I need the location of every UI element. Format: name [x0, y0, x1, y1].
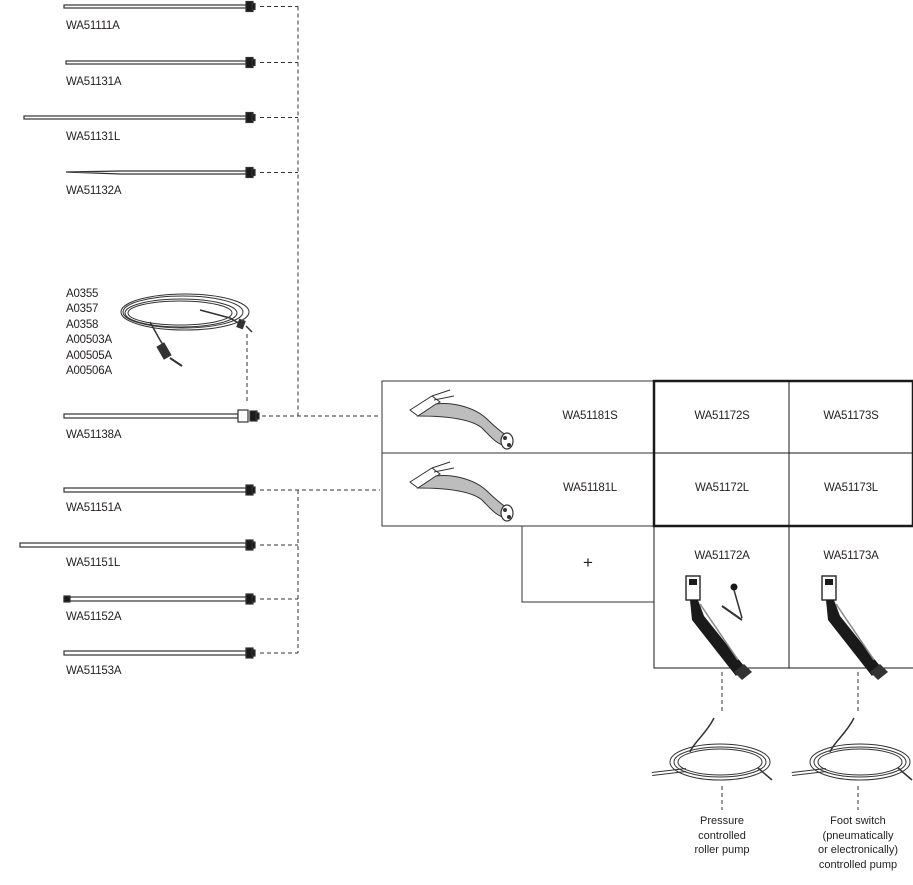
electrode-label: WA51111A: [66, 20, 120, 32]
combo-code: WA51172S: [694, 410, 750, 422]
electrode-wa51151a: [63, 484, 256, 496]
connector-lower: [260, 489, 380, 654]
cable-code: A0357: [66, 303, 99, 316]
combo-code: WA51172L: [694, 482, 750, 494]
pump-caption-foot-switch: Foot switch (pneumatically or electronic…: [798, 814, 913, 872]
combo-code: WA51173A: [823, 550, 879, 562]
combo-table: [652, 379, 913, 669]
cable-code: A0358: [66, 318, 99, 331]
cable-code-list: A0355 A0357 A0358 A00503A A00505A A00506…: [66, 287, 112, 379]
combo-code: WA51173S: [823, 410, 879, 422]
electrode-label: WA51152A: [66, 611, 122, 623]
electrode-wa51138a: [63, 409, 260, 423]
electrode-wa51153a: [63, 647, 256, 659]
pistol-handle-wa51172a: [685, 575, 753, 681]
electrode-wa51131l: [23, 111, 256, 124]
electrode-wa51132a: [65, 166, 256, 179]
combo-code: WA51172A: [694, 550, 750, 562]
pump-caption-line: (pneumatically: [822, 829, 894, 842]
pistol-handle-wa51173a: [821, 575, 889, 681]
handle-code: WA51181S: [562, 410, 618, 422]
electrode-wa51131a: [65, 56, 256, 69]
pump-caption-line: or electronically): [817, 844, 899, 856]
electrode-wa51152a: [63, 593, 256, 605]
pump-caption-line: Foot switch: [830, 815, 886, 827]
pump-caption-roller: Pressure controlled roller pump: [662, 814, 782, 858]
cable-code: A00506A: [66, 365, 112, 378]
cable-code: A00505A: [66, 349, 112, 362]
electrode-label: WA51153A: [66, 665, 122, 677]
electrode-label: WA51138A: [66, 429, 122, 441]
electrode-wa51111a: [63, 0, 256, 13]
cable-code: A0355: [66, 288, 99, 300]
plus-sign: +: [583, 553, 593, 572]
handle-wa51181l: [409, 461, 514, 522]
coiled-cable: [120, 293, 253, 367]
pump-caption-line: roller pump: [694, 844, 750, 856]
pump-caption-line: controlled pump: [818, 858, 898, 871]
pump-caption-line: Pressure: [699, 815, 745, 827]
handle-wa51181s: [409, 389, 514, 450]
electrode-wa51151l: [19, 539, 256, 551]
combo-code: WA51173L: [823, 482, 879, 494]
pump-caption-line: controlled: [698, 829, 746, 842]
cable-code: A00503A: [66, 334, 112, 347]
pump-connectors: [721, 672, 859, 810]
electrode-label: WA51132A: [66, 185, 122, 197]
tube-foot-switch: [790, 716, 913, 782]
tube-roller-pump: [650, 716, 774, 782]
electrode-label: WA51151A: [66, 502, 122, 514]
electrode-label: WA51131A: [66, 76, 122, 88]
electrode-label: WA51131L: [66, 131, 121, 143]
connector-upper: [260, 6, 380, 417]
electrode-label: WA51151L: [66, 557, 121, 569]
handle-code: WA51181L: [562, 482, 618, 494]
